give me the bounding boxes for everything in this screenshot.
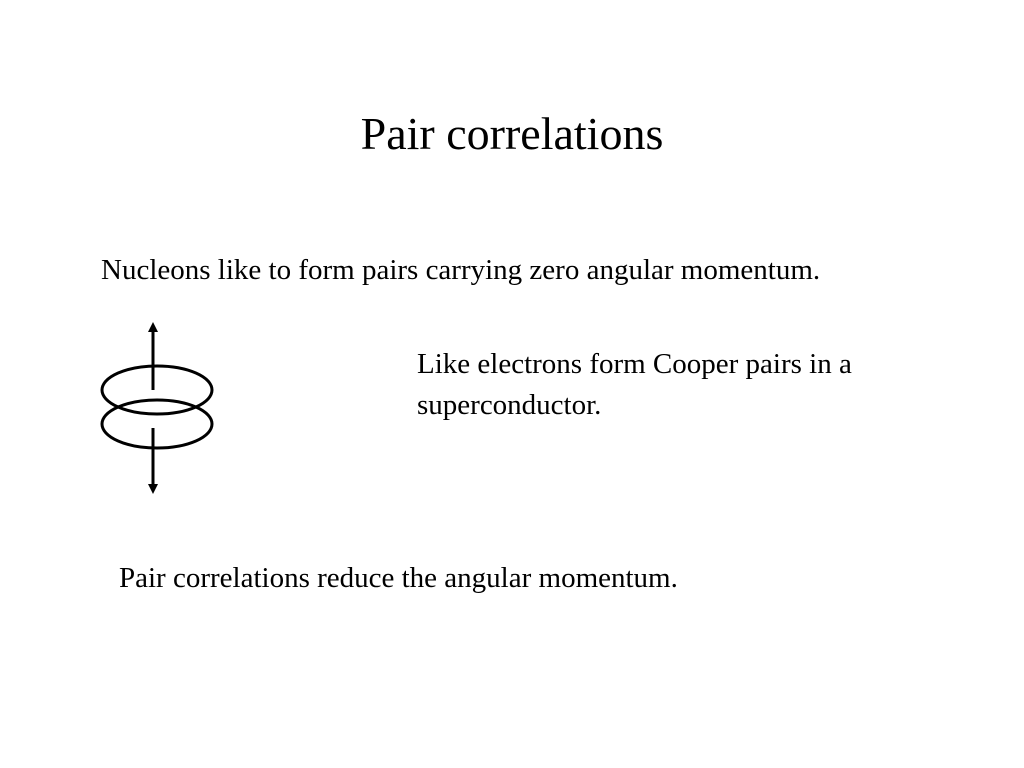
down-arrow-head [148, 484, 158, 494]
analogy-text: Like electrons form Cooper pairs in a su… [417, 348, 852, 421]
cooper-pair-rings-icon [100, 322, 214, 494]
statement-text: Nucleons like to form pairs carrying zer… [101, 254, 821, 286]
lower-ring [100, 398, 214, 450]
upper-ring [100, 364, 214, 416]
conclusion-text: Pair correlations reduce the angular mom… [119, 562, 678, 594]
up-arrow-head [148, 322, 158, 332]
slide-title: Pair correlations [360, 108, 664, 159]
